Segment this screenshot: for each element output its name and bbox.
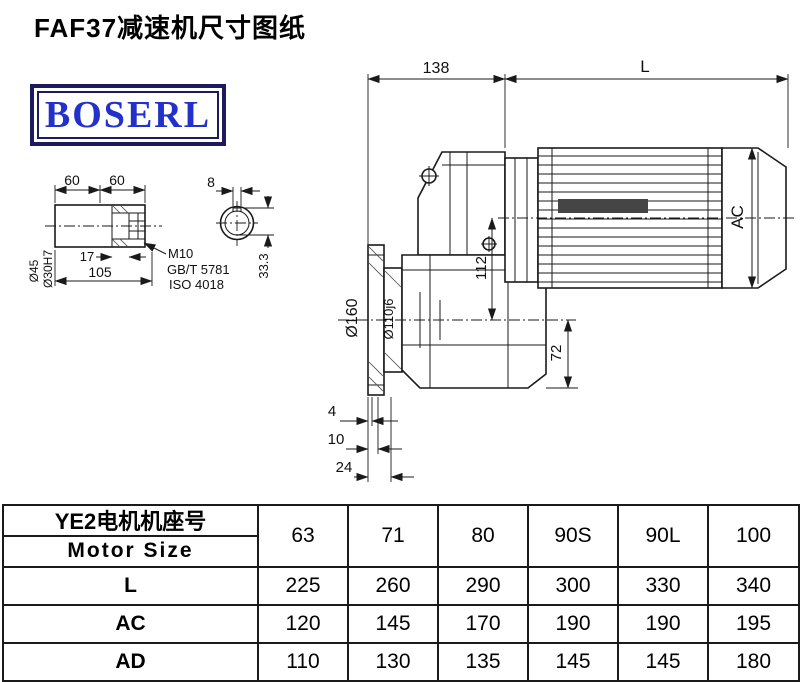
value-cell: 110 (257, 642, 349, 682)
size-header-cell: 71 (347, 504, 439, 568)
flange-lug-lines (368, 254, 384, 386)
motor-nameplate (558, 199, 648, 213)
size-header-cell: 63 (257, 504, 349, 568)
value-cell: 190 (527, 604, 619, 644)
dim-72: 72 (546, 319, 578, 389)
value-cell: 120 (257, 604, 349, 644)
page-title: FAF37减速机尺寸图纸 (34, 13, 307, 43)
dim-top-extension-lines (367, 74, 789, 245)
dim-24-label: 24 (336, 459, 353, 476)
standard-note-1: GB/T 5781 (167, 262, 230, 277)
standard-note-2: ISO 4018 (169, 277, 224, 292)
value-cell: 145 (617, 642, 709, 682)
dim-ac-label: AC (728, 205, 747, 229)
value-cell: 290 (437, 566, 529, 606)
dim-72-label: 72 (548, 345, 565, 362)
motor-size-table: YE2电机机座号 Motor Size 63 71 80 90S 90L 100… (2, 504, 800, 682)
dim-112: 112 (473, 217, 497, 321)
value-cell: 145 (527, 642, 619, 682)
dim-L-label: L (640, 57, 649, 76)
value-cell: 190 (617, 604, 709, 644)
dim-d30-label: Ø30H7 (41, 250, 55, 288)
technical-drawing: 138 L AC 112 72 Ø160 Ø110j6 4 (27, 57, 795, 482)
dim-top: 138 L (367, 57, 789, 245)
dim-112-label: 112 (473, 256, 490, 280)
dim-d45-label: Ø45 (27, 259, 41, 282)
boserl-logo-text: BOSERL (37, 91, 219, 139)
row-label-L: L (2, 566, 259, 606)
table-row-AD: AD 110 130 135 145 145 180 (2, 642, 800, 682)
dim-flange-od-label: Ø160 (344, 298, 361, 337)
dim-138-label: 138 (423, 60, 450, 77)
value-cell: 180 (707, 642, 800, 682)
table-header-row: YE2电机机座号 Motor Size 63 71 80 90S 90L 100 (2, 504, 800, 568)
motor (504, 147, 787, 289)
row-label-AC: AC (2, 604, 259, 644)
boserl-logo-box: BOSERL (30, 84, 226, 146)
shaft-hatching (111, 204, 129, 248)
value-cell: 340 (707, 566, 800, 606)
value-cell: 130 (347, 642, 439, 682)
dim-17-label: 17 (80, 249, 94, 264)
table-row-AC: AC 120 145 170 190 190 195 (2, 604, 800, 644)
dim-60-left-label: 60 (64, 172, 80, 188)
thread-leader-line (143, 242, 167, 255)
value-cell: 260 (347, 566, 439, 606)
dim-8-label: 8 (207, 174, 215, 190)
header-label-en: Motor Size (67, 539, 194, 562)
flange-hatching (368, 246, 402, 392)
output-shaft-drawing: 60 60 17 105 Ø45 Ø30H7 M10 GB/T 5781 ISO… (27, 172, 230, 292)
value-cell: 135 (437, 642, 529, 682)
value-cell: 300 (527, 566, 619, 606)
dim-spigot-label: Ø110j6 (381, 299, 396, 340)
dim-4-label: 4 (328, 403, 336, 420)
header-label-cn: YE2电机机座号 (4, 507, 257, 537)
value-cell: 170 (437, 604, 529, 644)
dim-bottom-extension-lines (367, 397, 392, 482)
dim-ac: AC (728, 147, 757, 289)
value-cell: 145 (347, 604, 439, 644)
size-header-cell: 90L (617, 504, 709, 568)
dim-33-label: 33.3 (256, 253, 271, 278)
table-row-L: L 225 260 290 300 330 340 (2, 566, 800, 606)
size-header-cell: 100 (707, 504, 800, 568)
dim-bottom: 4 10 24 (328, 397, 414, 482)
section-centerlines (216, 201, 258, 246)
value-cell: 195 (707, 604, 800, 644)
dim-10-label: 10 (328, 431, 345, 448)
bolt-cross-lines (419, 166, 497, 252)
header-cell-motor-size: YE2电机机座号 Motor Size (2, 504, 259, 568)
dim-60-right-label: 60 (109, 172, 125, 188)
motor-adapter-lines (514, 158, 528, 282)
row-label-AD: AD (2, 642, 259, 682)
value-cell: 225 (257, 566, 349, 606)
size-header-cell: 90S (527, 504, 619, 568)
size-header-cell: 80 (437, 504, 529, 568)
thread-note-label: M10 (168, 246, 193, 261)
motor-adapter (504, 157, 539, 283)
shaft-section-drawing: 8 33.3 (207, 174, 274, 279)
value-cell: 330 (617, 566, 709, 606)
dim-105-label: 105 (88, 264, 112, 280)
